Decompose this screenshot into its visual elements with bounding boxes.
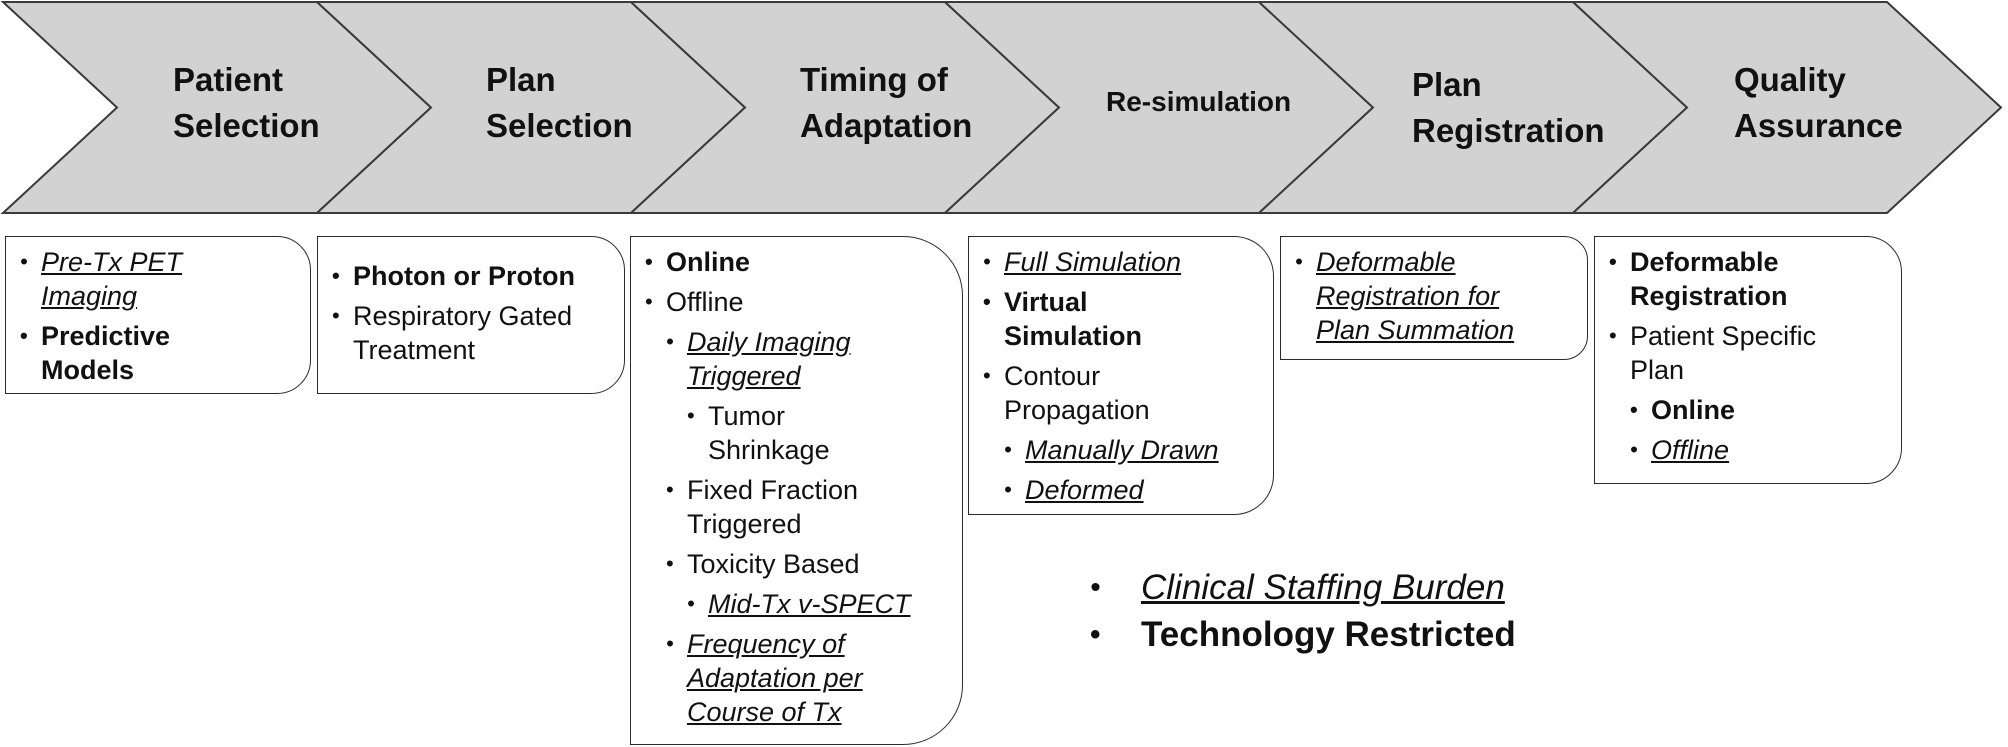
item-line: Simulation (1004, 321, 1143, 351)
item-line: Models (41, 355, 135, 385)
list-item: Online (645, 245, 952, 279)
list-item: Tumor Shrinkage (687, 399, 952, 467)
stage-title-quality-assurance: Quality Assurance (1734, 57, 1903, 149)
item-line: Deformable (1316, 247, 1456, 277)
item-line: Shrinkage (708, 435, 830, 465)
stage-title-line: Plan (1412, 66, 1482, 103)
list-item: Respiratory Gated Treatment (332, 299, 614, 367)
item-line: Triggered (687, 509, 802, 539)
stage-title-line: Selection (486, 107, 633, 144)
list-item: Deformed (1004, 473, 1263, 507)
list-item: Virtual Simulation (983, 285, 1263, 353)
list-item: Manually Drawn (1004, 433, 1263, 467)
box-patient-selection: Pre-Tx PET Imaging Predictive Models (5, 236, 311, 394)
stage-title-line: Timing of (800, 61, 948, 98)
stage-title-plan-registration: Plan Registration (1412, 62, 1605, 154)
stage-title-line: Plan (486, 61, 556, 98)
item-line: Respiratory Gated (353, 301, 573, 331)
stage-title-line: Registration (1412, 112, 1605, 149)
item-line: Propagation (1004, 395, 1150, 425)
stage-title-line: Assurance (1734, 107, 1903, 144)
chevron-quality-assurance (1570, 0, 2003, 214)
process-chevrons (0, 0, 2003, 214)
item-line: Predictive (41, 321, 171, 351)
list-item: Deformable Registration for Plan Summati… (1295, 245, 1577, 347)
item-line: Offline (1651, 435, 1730, 465)
stage-title-plan-selection: Plan Selection (486, 57, 633, 149)
list-item: Predictive Models (20, 319, 300, 387)
stage-title-timing-of-adaptation: Timing of Adaptation (800, 57, 972, 149)
item-line: Registration for (1316, 281, 1500, 311)
item-line: Deformable (1630, 247, 1779, 277)
item-line: Deformed (1025, 475, 1144, 505)
legend-item-technology-restricted: Technology Restricted (1090, 611, 1516, 658)
item-line: Photon or Proton (353, 261, 575, 291)
stage-title-line: Selection (173, 107, 320, 144)
item-line: Frequency of (687, 629, 845, 659)
item-line: Daily Imaging (687, 327, 851, 357)
list-item: Contour Propagation (983, 359, 1263, 427)
item-line: Plan Summation (1316, 315, 1515, 345)
box-quality-assurance: Deformable Registration Patient Specific… (1594, 236, 1902, 484)
stage-title-line: Adaptation (800, 107, 973, 144)
list-item: Daily Imaging Triggered (666, 325, 952, 393)
item-line: Contour (1004, 361, 1101, 391)
item-line: Plan (1630, 355, 1685, 385)
item-line: Patient Specific (1630, 321, 1817, 351)
list-item: Photon or Proton (332, 259, 614, 293)
list-item: Toxicity Based (666, 547, 952, 581)
list-item: Deformable Registration (1609, 245, 1891, 313)
item-line: Adaptation per (687, 663, 863, 693)
list-item: Pre-Tx PET Imaging (20, 245, 300, 313)
item-line: Mid-Tx v-SPECT (708, 589, 911, 619)
list-item: Patient Specific Plan (1609, 319, 1891, 387)
box-plan-selection: Photon or Proton Respiratory Gated Treat… (317, 236, 625, 394)
item-line: Imaging (41, 281, 138, 311)
item-line: Offline (666, 287, 744, 317)
item-line: Fixed Fraction (687, 475, 859, 505)
list-item: Offline (1630, 433, 1891, 467)
item-line: Online (1651, 395, 1736, 425)
list-item: Fixed Fraction Triggered (666, 473, 952, 541)
item-line: Triggered (687, 361, 801, 391)
box-timing-of-adaptation: Online Offline Daily Imaging Triggered T… (630, 236, 963, 745)
item-line: Virtual (1004, 287, 1088, 317)
list-item: Online (1630, 393, 1891, 427)
legend: Clinical Staffing Burden Technology Rest… (1090, 564, 1516, 658)
item-line: Treatment (353, 335, 476, 365)
stage-title-line: Patient (173, 61, 284, 98)
item-line: Manually Drawn (1025, 435, 1219, 465)
box-re-simulation: Full Simulation Virtual Simulation Conto… (968, 236, 1274, 515)
item-line: Pre-Tx PET (41, 247, 183, 277)
legend-item-clinical-staffing-burden: Clinical Staffing Burden (1090, 564, 1516, 611)
item-line: Toxicity Based (687, 549, 860, 579)
stage-title-patient-selection: Patient Selection (173, 57, 320, 149)
stage-title-line: Re-simulation (1106, 86, 1292, 117)
box-plan-registration: Deformable Registration for Plan Summati… (1280, 236, 1588, 360)
stage-title-re-simulation: Re-simulation (1106, 82, 1291, 122)
item-line: Course of Tx (687, 697, 842, 727)
list-item: Mid-Tx v-SPECT (687, 587, 952, 621)
item-line: Registration (1630, 281, 1788, 311)
list-item: Offline (645, 285, 952, 319)
stage-title-line: Quality (1734, 61, 1846, 98)
item-line: Tumor (708, 401, 786, 431)
item-line: Full Simulation (1004, 247, 1182, 277)
list-item: Frequency of Adaptation per Course of Tx (666, 627, 952, 729)
item-line: Online (666, 247, 751, 277)
list-item: Full Simulation (983, 245, 1263, 279)
